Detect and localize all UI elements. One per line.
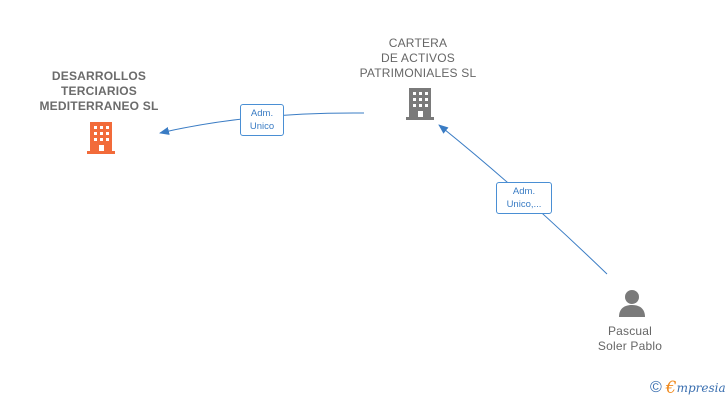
building-icon[interactable] [403,85,437,121]
node-label-pascual: Pascual Soler Pablo [597,324,663,353]
person-icon[interactable] [617,288,647,318]
copyright-icon: © [650,379,662,396]
brand-initial: € [665,378,677,398]
brand-name: mpresia [676,381,726,395]
empresia-logo: © € mpresia [650,378,726,398]
node-label-cartera: CARTERA DE ACTIVOS PATRIMONIALES SL [359,36,477,80]
edge-label-adm-unico[interactable]: Adm. Unico [240,104,284,136]
building-icon[interactable] [84,119,118,155]
edge-label-adm-unico-more[interactable]: Adm. Unico,... [496,182,552,214]
node-label-desarrollos: DESARROLLOS TERCIARIOS MEDITERRANEO SL [39,69,159,113]
